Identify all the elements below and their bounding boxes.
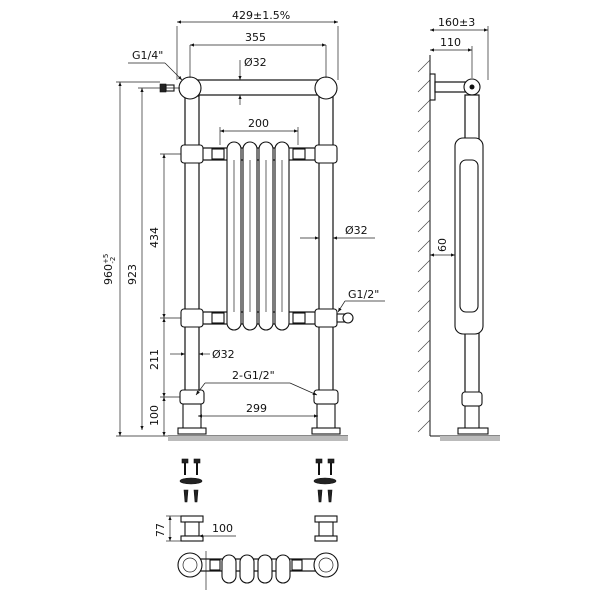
dim-pipe-diameter: Ø32 (345, 224, 368, 237)
left-upper-collar (180, 144, 204, 164)
screw-icon (315, 458, 323, 475)
dim-lower-rail-height: 211 (148, 349, 161, 370)
dim-bracket-width: 100 (212, 522, 233, 535)
wall-plug-icon (183, 489, 333, 503)
dim-foot-height: 100 (148, 405, 161, 426)
dim-rail-centers: 355 (245, 31, 266, 44)
dim-inlet-centers: 299 (246, 402, 267, 415)
dim-side-thread: G1/2" (348, 288, 379, 301)
washer-icon (179, 477, 203, 485)
top-right-knob (314, 76, 338, 100)
left-valve (179, 389, 205, 405)
wall-bracket-plate (429, 73, 436, 101)
left-foot-base (177, 427, 207, 435)
washer-icon (313, 477, 337, 485)
screw-icon (327, 458, 335, 475)
dim-side-depth: 160±3 (438, 16, 475, 29)
wall-brackets (180, 515, 338, 542)
right-foot (316, 403, 336, 431)
dim-bottom-pipe-diameter: Ø32 (212, 348, 235, 361)
side-view (417, 55, 500, 441)
dim-panel-gap: 60 (436, 238, 449, 252)
left-lower-collar (180, 308, 204, 328)
dim-bracket-height: 77 (154, 523, 167, 537)
radiator-left-nut-bottom (211, 312, 225, 324)
dim-overall-height: 960+5-2 (102, 254, 117, 285)
right-upper-collar (314, 144, 338, 164)
front-dimensions: 429±1.5% 355 Ø32 G1/4" 200 Ø32 G1/2" Ø32 (102, 9, 385, 437)
top-view (177, 551, 339, 590)
bracket-dimensions: 77 100 (154, 515, 236, 542)
dim-top-rail-diameter: Ø32 (244, 56, 267, 69)
left-foot (182, 403, 202, 431)
top-view-right-knob (313, 552, 339, 578)
right-bracket-cap (314, 515, 338, 523)
dim-inlet-threads: 2-G1/2" (232, 369, 275, 382)
dim-radiator-width: 200 (248, 117, 269, 130)
dim-overall-width: 429±1.5% (232, 9, 290, 22)
dim-top-thread: G1/4" (132, 49, 163, 62)
side-valve (461, 391, 483, 407)
top-left-knob (178, 76, 202, 100)
radiator-right-nut-bottom (292, 312, 306, 324)
side-foot-base (457, 427, 489, 435)
front-view (159, 76, 354, 441)
top-view-left-knob (177, 552, 203, 578)
top-rail (191, 79, 327, 96)
radiator-right-nut-top (292, 148, 306, 160)
side-radiator-inner (459, 159, 479, 313)
screw-icon (181, 458, 189, 475)
top-view-radiator (221, 554, 291, 584)
side-dimensions: 160±3 110 60 (430, 16, 489, 257)
right-valve (313, 389, 339, 405)
dim-radiator-height: 434 (148, 227, 161, 248)
wall-hatch (417, 59, 431, 433)
radiator-columns (226, 141, 290, 331)
left-bracket-body (184, 521, 200, 537)
screw-icon (193, 458, 201, 475)
dim-rail-height: 923 (126, 264, 139, 285)
dim-wall-offset: 110 (440, 36, 461, 49)
right-lower-collar (314, 308, 338, 328)
right-bracket-body (318, 521, 334, 537)
fixings (179, 458, 337, 503)
floor (168, 435, 348, 441)
right-foot-base (311, 427, 341, 435)
left-bracket-cap (180, 515, 204, 523)
wall-bracket-arm (434, 81, 469, 93)
side-foot (464, 405, 480, 431)
radiator-left-nut-top (211, 148, 225, 160)
bleed-valve-icon (336, 312, 354, 324)
